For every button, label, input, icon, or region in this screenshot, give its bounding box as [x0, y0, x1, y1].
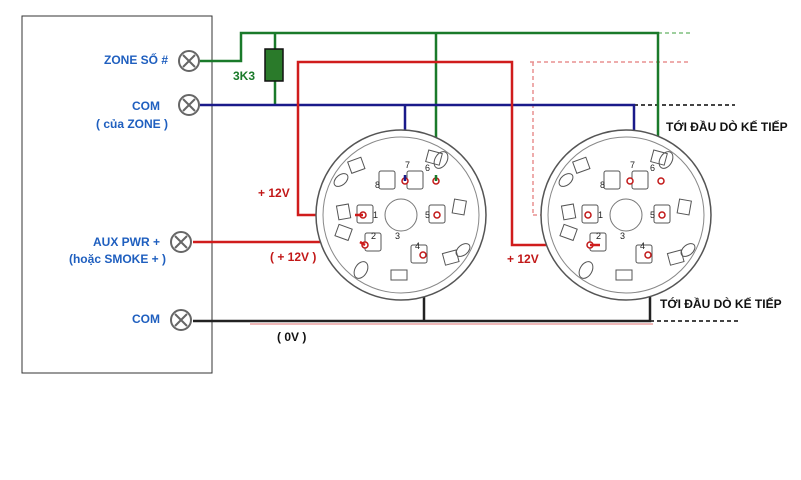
pin-label: 3: [620, 231, 625, 241]
terminal-sublabel-aux-pwr: (hoặc SMOKE + ): [69, 252, 166, 266]
next-detector-label-top: TỚI ĐẦU DÒ KẾ TIẾP: [666, 119, 788, 134]
terminal-zone[interactable]: [178, 50, 200, 72]
terminal-aux-pwr[interactable]: [170, 231, 192, 253]
pin-label: 8: [375, 180, 380, 190]
voltage-label-det2: + 12V: [507, 252, 539, 266]
pin-label: 5: [650, 210, 655, 220]
pin-label: 4: [415, 241, 420, 251]
x-icon: [182, 98, 196, 112]
x-icon: [174, 313, 188, 327]
pin-label: 8: [600, 180, 605, 190]
terminal-label-zone: ZONE SỐ #: [104, 52, 168, 67]
pin-label: 7: [630, 160, 635, 170]
pin-label: 6: [425, 163, 430, 173]
terminal-screws-2: [584, 177, 666, 259]
pin-label: 5: [425, 210, 430, 220]
terminal-com-zone[interactable]: [178, 94, 200, 116]
voltage-label-det1-bottom: ( + 12V ): [270, 250, 316, 264]
resistor-3k3: [264, 48, 284, 82]
wire-stubs: [355, 175, 600, 247]
x-icon: [182, 54, 196, 68]
next-detector-label-bottom: TỚI ĐẦU DÒ KẾ TIẾP: [660, 296, 782, 311]
detector-base-2: 8 7 6 5 1 2 3 4: [540, 129, 712, 301]
pin-label: 7: [405, 160, 410, 170]
pin-label: 1: [373, 210, 378, 220]
terminal-label-aux-pwr: AUX PWR +: [93, 235, 160, 249]
voltage-label-det1-top: + 12V: [258, 186, 290, 200]
resistor-label: 3K3: [233, 69, 255, 83]
pin-label: 2: [596, 231, 601, 241]
pin-label: 6: [650, 163, 655, 173]
terminal-com[interactable]: [170, 309, 192, 331]
x-icon: [174, 235, 188, 249]
voltage-label-zero: ( 0V ): [277, 330, 306, 344]
pin-label: 1: [598, 210, 603, 220]
terminal-label-com: COM: [132, 312, 160, 326]
pin-label: 4: [640, 241, 645, 251]
terminal-label-com-zone: COM: [132, 99, 160, 113]
pin-label: 3: [395, 231, 400, 241]
detector-base-1: 8 7 6 5 1 2 3 4: [315, 129, 487, 301]
terminal-sublabel-com-zone: ( của ZONE ): [96, 117, 168, 131]
pin-label: 2: [371, 231, 376, 241]
